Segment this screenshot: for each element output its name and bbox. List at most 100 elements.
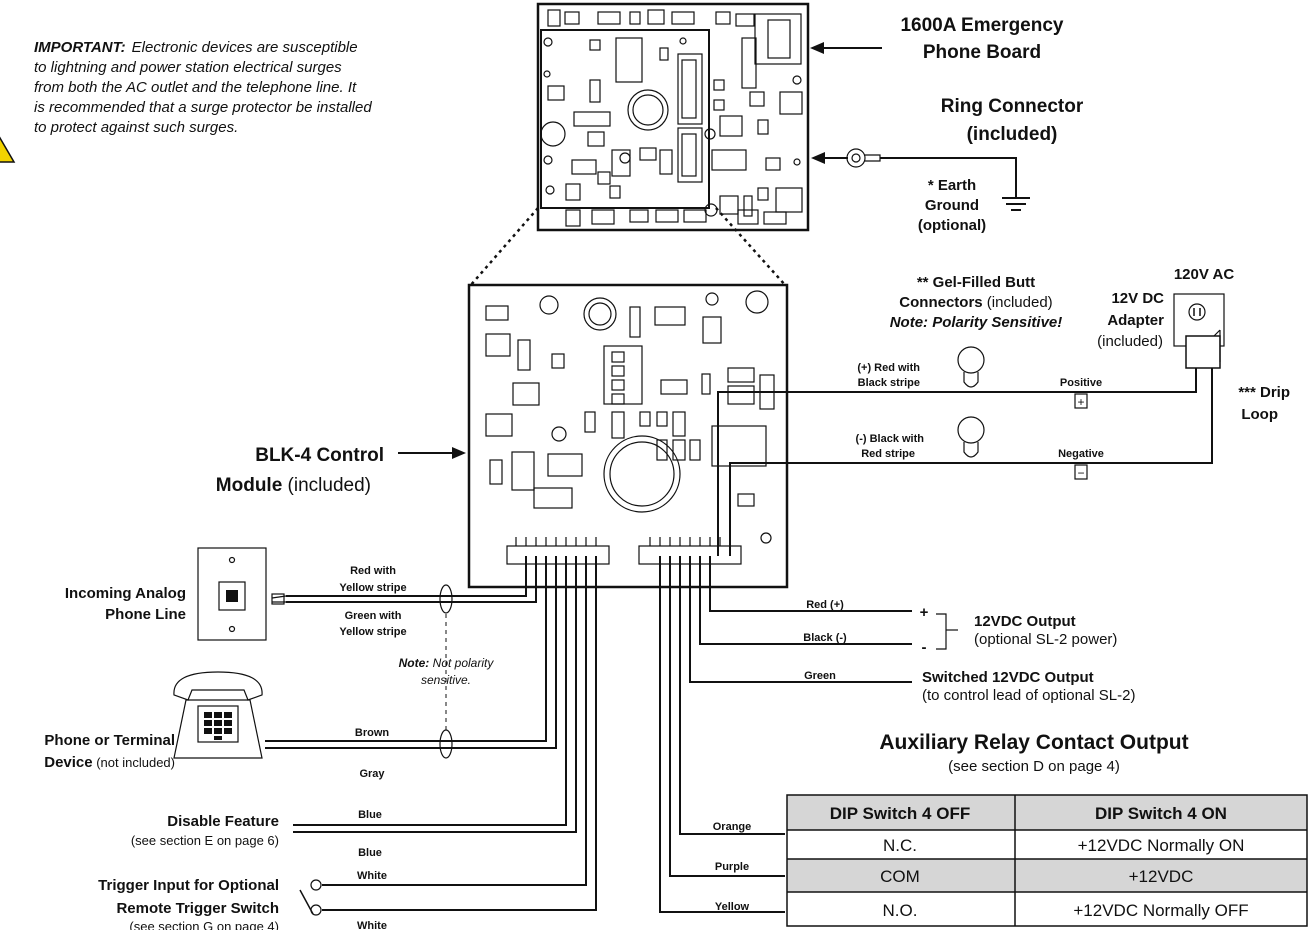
left-labels: Incoming Analog Phone Line Red with Yell… [44,565,494,930]
aux-cell-normally-off: +12VDC Normally OFF [1073,901,1248,920]
wire-yellow-label: Yellow [715,901,750,913]
butt-connector-positive [957,346,985,374]
gel-label-1: ** Gel-Filled Butt [917,274,1035,291]
ac-label: 120V AC [1174,266,1234,283]
wire-red-yellow-2: Yellow stripe [339,582,406,594]
blk4-label: BLK-4 Control Module (included) [216,445,466,496]
wire-blue-label-1: Blue [358,809,382,821]
warning-line-5: to protect against such surges. [34,119,238,136]
adapter-label-3: (included) [1097,333,1163,350]
phone-line-label-1: Incoming Analog [65,585,186,602]
negative-label: Negative [1058,448,1104,460]
blk4-title-1: BLK-4 Control [255,445,384,466]
phone-line-label-2: Phone Line [105,606,186,623]
output-plus: + [920,604,929,621]
wire-green-yellow-1: Green with [345,610,402,622]
neg-wire-label-1: (-) Black with [856,433,925,445]
terminal-label-2: Device [44,754,92,771]
dc-adapter-icon [1185,335,1221,369]
aux-cell-normally-on: +12VDC Normally ON [1078,836,1245,855]
negative-sign: − [1077,466,1084,480]
rj11-plug-icon [271,593,285,605]
aux-cell-com: COM [880,867,920,886]
earth-ground-label-2: Ground [925,197,979,214]
aux-cell-no: N.O. [883,901,918,920]
svg-text:IMPORTANT:Electronic devices a: IMPORTANT:Electronic devices are suscept… [34,39,358,56]
terminal-label-1: Phone or Terminal [44,732,175,749]
svg-text:Device (not included): Device (not included) [44,754,175,771]
neg-wire-label-2: Red stripe [861,448,915,460]
power-section: + − 120V AC 12V DC Adapter (included) **… [717,266,1290,556]
trigger-label-1: Trigger Input for Optional [98,877,279,894]
wire-black-label: Black (-) [803,632,847,644]
aux-sub: (see section D on page 4) [948,758,1120,775]
wire-purple-label: Purple [715,861,749,873]
blk4-module [467,283,789,589]
svg-text:Module (included): Module (included) [216,475,371,496]
disable-feature-label: Disable Feature [167,813,279,830]
warning-line-3: from both the AC outlet and the telephon… [34,79,357,96]
board-1600a-label: 1600A Emergency Phone Board [810,15,1064,63]
aux-table: DIP Switch 4 OFF DIP Switch 4 ON N.C. +1… [786,794,1308,927]
right-labels: Red (+) Black (-) + - 12VDC Output (opti… [713,599,1136,913]
wire-gray-label: Gray [359,768,385,780]
positive-label: Positive [1060,377,1102,389]
negative-wire [729,462,958,556]
warning-line-2: to lightning and power station electrica… [34,59,342,76]
switched-title: Switched 12VDC Output [922,669,1094,686]
gel-label-2-rest: (included) [983,294,1053,311]
aux-relay-section: Auxiliary Relay Contact Output (see sect… [786,731,1308,927]
board-1600a-title-1: 1600A Emergency [900,15,1063,36]
terminal-label-2-rest: (not included) [93,755,175,770]
right-wires [659,556,958,913]
output12-title: 12VDC Output [974,613,1076,630]
blk4-title-suffix: (included) [282,475,371,496]
board-1600a [536,2,810,232]
aux-header-on: DIP Switch 4 ON [1095,804,1227,823]
gel-label-3: Note: Polarity Sensitive! [890,314,1063,331]
earth-ground-label-1: * Earth [928,177,976,194]
svg-text:Connectors (included): Connectors (included) [899,294,1052,311]
aux-cell-12vdc: +12VDC [1129,867,1194,886]
wall-jack-icon [197,547,267,641]
wire-red-yellow-1: Red with [350,565,396,577]
aux-header-off: DIP Switch 4 OFF [830,804,970,823]
polarity-note-2: sensitive. [421,673,471,687]
positive-sign: + [1077,395,1084,409]
wire-white-label-2: White [357,920,387,930]
adapter-label-1: 12V DC [1111,290,1164,307]
wire-green-yellow-2: Yellow stripe [339,626,406,638]
ring-connector: Ring Connector (included) * Earth Ground… [811,96,1084,234]
trigger-switch-icon [310,879,322,891]
ring-connector-title: Ring Connector [941,96,1084,117]
butt-connector-negative [957,416,985,444]
svg-text:Note: Not polarity: Note: Not polarity [399,656,495,670]
ring-connector-icon [846,148,866,168]
blk4-title-2: Module [216,475,283,496]
earth-ground-label-3: (optional) [918,217,986,234]
output-minus: - [922,639,927,656]
trigger-sub: (see section G on page 4) [129,919,279,930]
wire-green-label: Green [804,670,836,682]
aux-cell-nc: N.C. [883,836,917,855]
wire-blue-label-2: Blue [358,847,382,859]
pos-wire-label-1: (+) Red with [857,362,920,374]
polarity-note-bold: Note: [399,656,430,670]
gel-label-2: Connectors [899,294,982,311]
wire-white-label-1: White [357,870,387,882]
board-1600a-title-2: Phone Board [923,42,1041,63]
wire-orange-label: Orange [713,821,752,833]
warning-label: IMPORTANT: [34,39,126,56]
phone-icon [173,671,263,759]
aux-title: Auxiliary Relay Contact Output [879,731,1188,754]
warning-block: IMPORTANT:Electronic devices are suscept… [0,39,372,163]
wire-brown-label: Brown [355,727,390,739]
pos-wire-label-2: Black stripe [858,377,920,389]
aux-table-alt-row-bg [787,859,1307,892]
trigger-label-2: Remote Trigger Switch [116,900,279,917]
adapter-label-2: Adapter [1107,312,1164,329]
left-wires [173,547,597,916]
disable-feature-sub: (see section E on page 6) [131,833,279,848]
positive-wire [717,391,958,556]
drip-loop-label-2: Loop [1241,406,1278,423]
